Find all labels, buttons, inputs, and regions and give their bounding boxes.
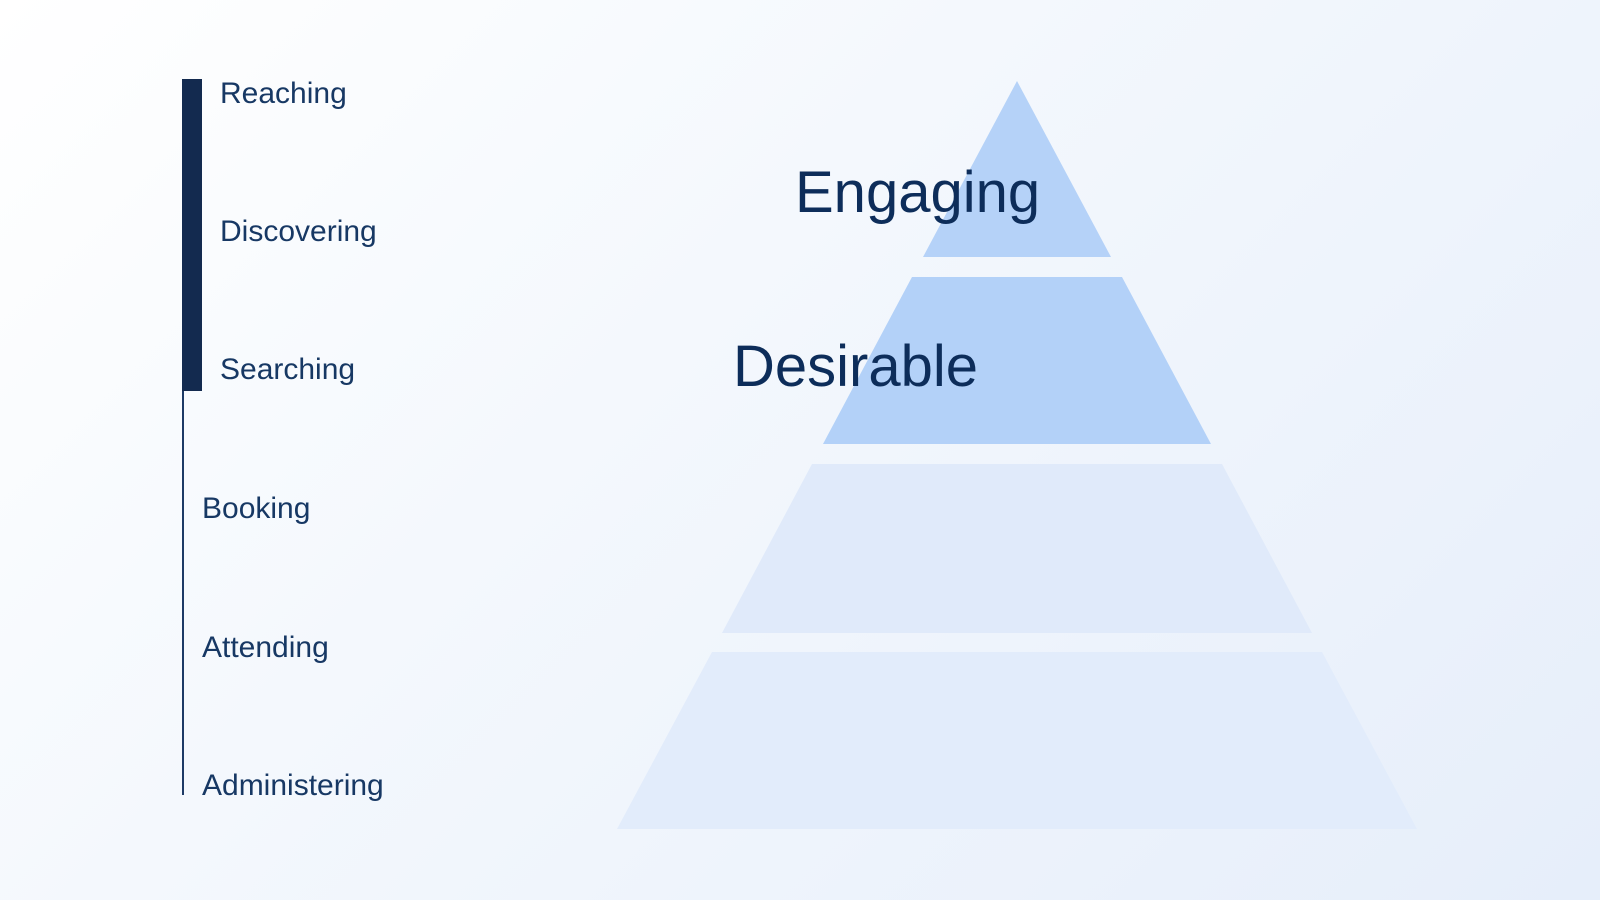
pyramid-label-desirable: Desirable	[733, 334, 978, 399]
stage-label-searching: Searching	[220, 353, 356, 386]
stage-label-attending: Attending	[202, 631, 329, 664]
rail-line	[182, 391, 184, 795]
stage-label-reaching: Reaching	[220, 77, 347, 110]
stage-label-booking: Booking	[202, 492, 311, 525]
pyramid-label-engaging: Engaging	[795, 160, 1041, 225]
stage-label-discovering: Discovering	[220, 215, 377, 248]
highlight-bar	[182, 79, 202, 391]
stage-label-administering: Administering	[202, 769, 384, 802]
